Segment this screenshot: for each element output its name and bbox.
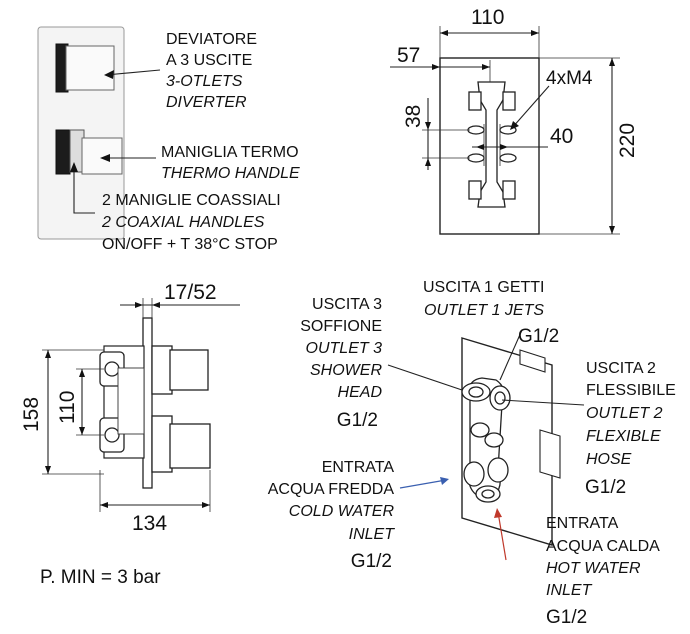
svg-text:OUTLET 1 JETS: OUTLET 1 JETS: [424, 302, 544, 319]
thermo-label: MANIGLIA TERMO THERMO HANDLE: [161, 144, 300, 182]
svg-text:ON/OFF + T 38°C STOP: ON/OFF + T 38°C STOP: [102, 236, 278, 253]
dim-57: 57: [397, 44, 420, 67]
svg-text:DIVERTER: DIVERTER: [166, 94, 247, 111]
hot-inlet-label: ENTRATA ACQUA CALDA HOT WATER INLET G1/2: [546, 515, 660, 628]
iso-view: [461, 337, 561, 546]
svg-text:OUTLET 3: OUTLET 3: [306, 340, 383, 357]
svg-text:USCITA 1 GETTI: USCITA 1 GETTI: [423, 279, 545, 296]
dim-38: 38: [402, 105, 425, 128]
svg-text:G1/2: G1/2: [337, 410, 378, 431]
svg-text:2 MANIGLIE COASSIALI: 2 MANIGLIE COASSIALI: [102, 192, 281, 209]
svg-text:ENTRATA: ENTRATA: [546, 515, 619, 532]
svg-text:INLET: INLET: [349, 526, 396, 543]
dim-110-top: 110: [471, 6, 504, 29]
svg-text:OUTLET 2: OUTLET 2: [586, 405, 663, 422]
outlet1-label: USCITA 1 GETTI OUTLET 1 JETS G1/2: [423, 279, 559, 347]
diverter-label: DEVIATORE A 3 USCITE 3-OTLETS DIVERTER: [166, 31, 257, 111]
svg-text:HOSE: HOSE: [586, 451, 632, 468]
outlet3-label: USCITA 3 SOFFIONE OUTLET 3 SHOWER HEAD G…: [300, 296, 382, 431]
coaxial-label: 2 MANIGLIE COASSIALI 2 COAXIAL HANDLES O…: [101, 192, 281, 253]
svg-text:MANIGLIA TERMO: MANIGLIA TERMO: [161, 144, 299, 161]
svg-text:A 3 USCITE: A 3 USCITE: [166, 52, 252, 69]
front-view: [37, 26, 125, 240]
rear-dimensions: [390, 26, 620, 235]
svg-text:3-OTLETS: 3-OTLETS: [166, 73, 243, 90]
svg-text:THERMO HANDLE: THERMO HANDLE: [161, 165, 300, 182]
side-dimensions: [42, 298, 240, 512]
svg-text:USCITA 2: USCITA 2: [586, 360, 656, 377]
svg-text:DEVIATORE: DEVIATORE: [166, 31, 257, 48]
svg-text:HOT WATER: HOT WATER: [546, 560, 641, 577]
hot-inlet-arrow: [497, 511, 507, 561]
svg-text:G1/2: G1/2: [585, 477, 626, 498]
svg-text:FLEXIBLE: FLEXIBLE: [586, 428, 661, 445]
outlet2-label: USCITA 2 FLESSIBILE OUTLET 2 FLEXIBLE HO…: [585, 360, 676, 498]
dim-4xm4: 4xM4: [546, 68, 593, 89]
svg-text:SOFFIONE: SOFFIONE: [300, 318, 382, 335]
svg-text:2 COAXIAL HANDLES: 2 COAXIAL HANDLES: [101, 214, 265, 231]
front-leaders: [70, 69, 161, 214]
svg-text:COLD WATER: COLD WATER: [289, 503, 395, 520]
rear-view: [439, 57, 540, 235]
side-view: [99, 317, 211, 489]
cold-inlet-arrow: [399, 479, 447, 489]
dim-17-52: 17/52: [164, 281, 217, 304]
svg-text:G1/2: G1/2: [546, 607, 587, 628]
dim-134: 134: [132, 512, 167, 535]
svg-text:FLESSIBILE: FLESSIBILE: [586, 382, 676, 399]
svg-text:ACQUA CALDA: ACQUA CALDA: [546, 538, 660, 555]
svg-text:INLET: INLET: [546, 582, 593, 599]
pressure-min: P. MIN = 3 bar: [40, 567, 161, 588]
dim-40: 40: [550, 125, 573, 148]
svg-text:ENTRATA: ENTRATA: [322, 459, 395, 476]
svg-text:G1/2: G1/2: [518, 326, 559, 347]
dim-158: 158: [20, 397, 43, 432]
dim-110-side: 110: [56, 391, 79, 424]
iso-leaders: [387, 329, 585, 561]
cold-inlet-label: ENTRATA ACQUA FREDDA COLD WATER INLET G1…: [268, 459, 395, 572]
svg-text:G1/2: G1/2: [351, 551, 392, 572]
dim-220: 220: [616, 123, 639, 158]
svg-text:SHOWER: SHOWER: [310, 362, 382, 379]
svg-text:HEAD: HEAD: [338, 384, 383, 401]
svg-text:USCITA 3: USCITA 3: [312, 296, 382, 313]
svg-text:ACQUA FREDDA: ACQUA FREDDA: [268, 481, 395, 498]
